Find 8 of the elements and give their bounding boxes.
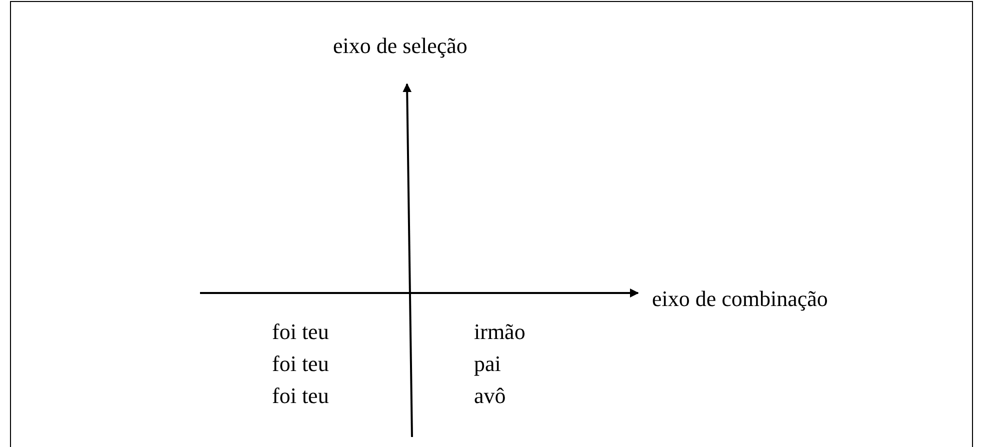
word-text: pai — [474, 353, 501, 375]
word-text: avô — [474, 385, 506, 407]
axis-label: eixo de combinação — [652, 288, 828, 310]
word-text: irmão — [474, 321, 526, 343]
phrase-text: foi teu — [272, 321, 329, 343]
phrase-text: foi teu — [272, 385, 329, 407]
phrase-text: foi teu — [272, 353, 329, 375]
axis-label: eixo de seleção — [333, 35, 468, 57]
